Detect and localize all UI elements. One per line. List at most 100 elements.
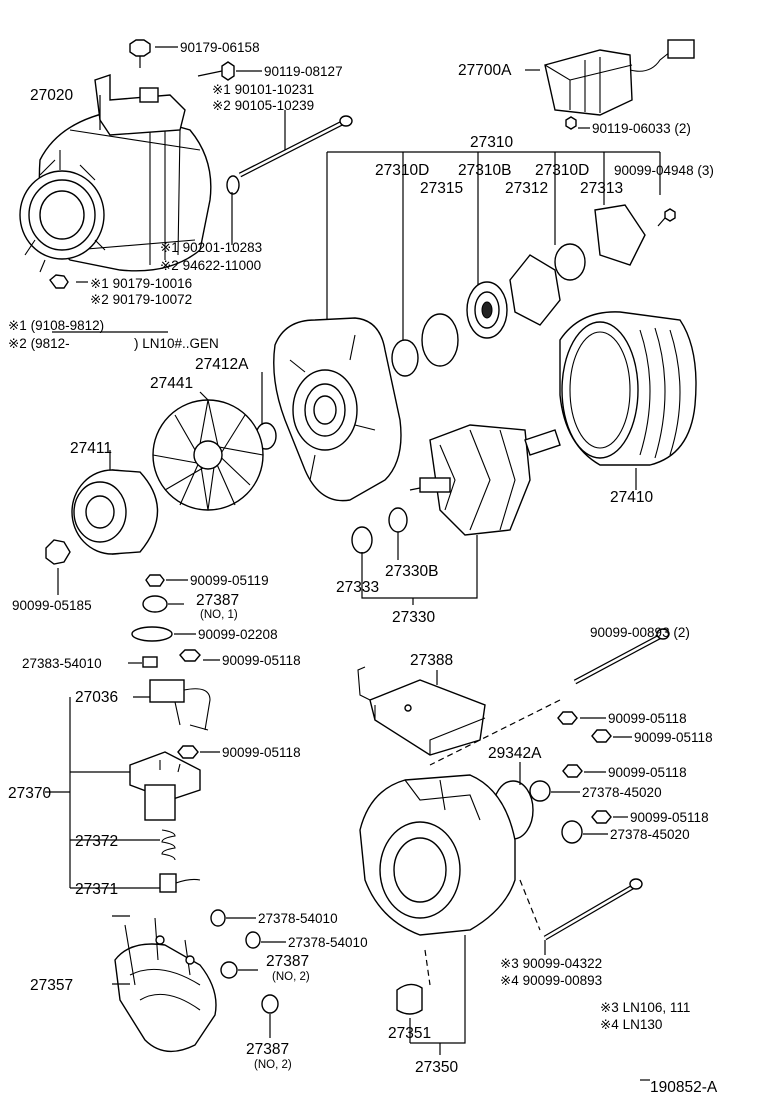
nut-90099-05118-c-drawing bbox=[557, 711, 578, 725]
label-90119-06033: 90119-06033 (2) bbox=[592, 121, 691, 136]
label-29342a: 29342A bbox=[488, 745, 542, 762]
label-27357: 27357 bbox=[30, 977, 73, 994]
snap-ring-27310d-drawing bbox=[391, 339, 419, 377]
part-labels: 90179-06158 90119-08127 ※1 90101-10231 ※… bbox=[8, 40, 718, 1096]
label-27412a: 27412A bbox=[195, 356, 249, 373]
label-27378-45020-a: 27378-45020 bbox=[582, 785, 662, 800]
label-90099-05185: 90099-05185 bbox=[12, 598, 92, 613]
label-90179-10072: ※2 90179-10072 bbox=[90, 292, 192, 307]
label-27378-54010-a: 27378-54010 bbox=[258, 911, 338, 926]
bolt-90179-06158-drawing bbox=[129, 39, 151, 68]
label-27315: 27315 bbox=[420, 180, 463, 197]
insulator-27387-no2-b-drawing bbox=[261, 994, 279, 1014]
retainer-27313-drawing bbox=[594, 204, 646, 266]
note-4: ※4 LN130 bbox=[600, 1017, 662, 1032]
dashed-assembly-lines bbox=[424, 699, 561, 986]
nut-90099-05119-drawing bbox=[145, 574, 165, 587]
note-3: ※3 LN106, 111 bbox=[600, 1000, 690, 1015]
rectifier-27357-drawing bbox=[114, 917, 217, 1053]
label-90179-06158: 90179-06158 bbox=[180, 40, 260, 55]
plate-27315-drawing bbox=[421, 313, 459, 367]
nut-90099-05118-f-drawing bbox=[591, 810, 612, 824]
label-90099-04948: 90099-04948 (3) bbox=[614, 163, 714, 178]
terminal-27036-drawing bbox=[149, 679, 211, 731]
regulator-27700a-drawing bbox=[544, 39, 695, 130]
pulley-27411-drawing bbox=[71, 469, 159, 555]
label-27310b: 27310B bbox=[458, 162, 511, 179]
nut-90099-05118-a-drawing bbox=[179, 649, 201, 662]
nut-90099-05185-drawing bbox=[45, 539, 71, 565]
label-90099-05118-f: 90099-05118 bbox=[630, 810, 709, 825]
label-90099-05119: 90099-05119 bbox=[190, 573, 269, 588]
nut-90099-05118-b-drawing bbox=[177, 745, 199, 759]
label-27410: 27410 bbox=[610, 489, 653, 506]
label-90201-10283: ※1 90201-10283 bbox=[160, 240, 262, 255]
label-90099-05118-e: 90099-05118 bbox=[608, 765, 687, 780]
part-drawings bbox=[19, 39, 697, 1053]
insulator-27387-no2-a-drawing bbox=[220, 961, 238, 979]
bushing-27378-45020-b-drawing bbox=[561, 820, 583, 844]
label-27313: 27313 bbox=[580, 180, 623, 197]
long-bolt-drawing bbox=[238, 115, 353, 178]
snap-ring-27330b-drawing bbox=[388, 507, 408, 533]
label-27441: 27441 bbox=[150, 375, 193, 392]
insulator-27378-54010-a-drawing bbox=[210, 909, 226, 927]
insulator-27387-no1-drawing bbox=[142, 595, 168, 613]
rear-cover-27388-drawing bbox=[357, 666, 486, 756]
label-27411: 27411 bbox=[70, 440, 112, 457]
label-27387-no2-a: 27387 bbox=[266, 953, 309, 970]
bolt-90099-04322-drawing bbox=[543, 878, 643, 941]
label-90099-00893-2: 90099-00893 (2) bbox=[590, 625, 690, 640]
diagram-code: 190852-A bbox=[650, 1079, 718, 1096]
label-27020: 27020 bbox=[30, 87, 73, 104]
cover-27312-drawing bbox=[509, 254, 561, 326]
leader-lines bbox=[45, 46, 661, 1081]
label-27388: 27388 bbox=[410, 652, 453, 669]
label-27387-no1: 27387 bbox=[196, 592, 239, 609]
label-90099-02208: 90099-02208 bbox=[198, 627, 278, 642]
bearing-27333-drawing bbox=[351, 526, 373, 554]
nut-90179-10016-drawing bbox=[49, 274, 69, 289]
bearing-27310b-drawing bbox=[466, 281, 508, 339]
label-27312: 27312 bbox=[505, 180, 548, 197]
note-1: ※1 (9108-9812) bbox=[8, 318, 104, 333]
label-27383-54010: 27383-54010 bbox=[22, 656, 102, 671]
label-27330b: 27330B bbox=[385, 563, 438, 580]
label-27371: 27371 bbox=[75, 881, 118, 898]
label-27330: 27330 bbox=[392, 609, 435, 626]
washer-90099-02208-drawing bbox=[131, 626, 173, 642]
label-27333: 27333 bbox=[336, 579, 379, 596]
label-94622-11000: ※2 94622-11000 bbox=[160, 258, 261, 273]
brush-holder-27370-drawing bbox=[129, 751, 201, 821]
washer-90201-10283-drawing bbox=[226, 175, 240, 195]
bushing-27351-drawing bbox=[396, 983, 423, 1015]
stator-27410-drawing bbox=[559, 311, 697, 466]
label-27370: 27370 bbox=[8, 785, 51, 802]
rotor-27330-drawing bbox=[409, 424, 561, 536]
label-90099-04322: ※3 90099-04322 bbox=[500, 956, 602, 971]
label-27351: 27351 bbox=[388, 1025, 431, 1042]
label-90119-08127: 90119-08127 bbox=[264, 64, 343, 79]
label-27378-45020-b: 27378-45020 bbox=[610, 827, 690, 842]
label-27310d-2: 27310D bbox=[535, 162, 589, 179]
snap-ring-27310d-2-drawing bbox=[554, 243, 586, 281]
label-27387-no2-a-note: (NO, 2) bbox=[272, 971, 310, 983]
label-27310: 27310 bbox=[470, 134, 513, 151]
note-2-tail: ) LN10#..GEN bbox=[134, 336, 219, 351]
nut-90099-05118-e-drawing bbox=[562, 764, 583, 778]
label-90099-05118-b: 90099-05118 bbox=[222, 745, 301, 760]
fan-27441-drawing bbox=[152, 399, 264, 511]
bolt-90119-08127-drawing bbox=[197, 61, 235, 81]
label-27387-no2-b: 27387 bbox=[246, 1041, 289, 1058]
label-90099-00893: ※4 90099-00893 bbox=[500, 973, 602, 988]
label-27350: 27350 bbox=[415, 1059, 458, 1076]
spring-27372-drawing bbox=[161, 829, 176, 861]
label-90105-10239: ※2 90105-10239 bbox=[212, 98, 314, 113]
label-90099-05118-c: 90099-05118 bbox=[608, 711, 687, 726]
label-90099-05118-d: 90099-05118 bbox=[634, 730, 713, 745]
label-27372: 27372 bbox=[75, 833, 118, 850]
label-27387-no1-note: (NO, 1) bbox=[200, 609, 238, 621]
label-27387-no2-b-note: (NO, 2) bbox=[254, 1059, 292, 1071]
rear-frame-27350-drawing bbox=[359, 774, 516, 936]
